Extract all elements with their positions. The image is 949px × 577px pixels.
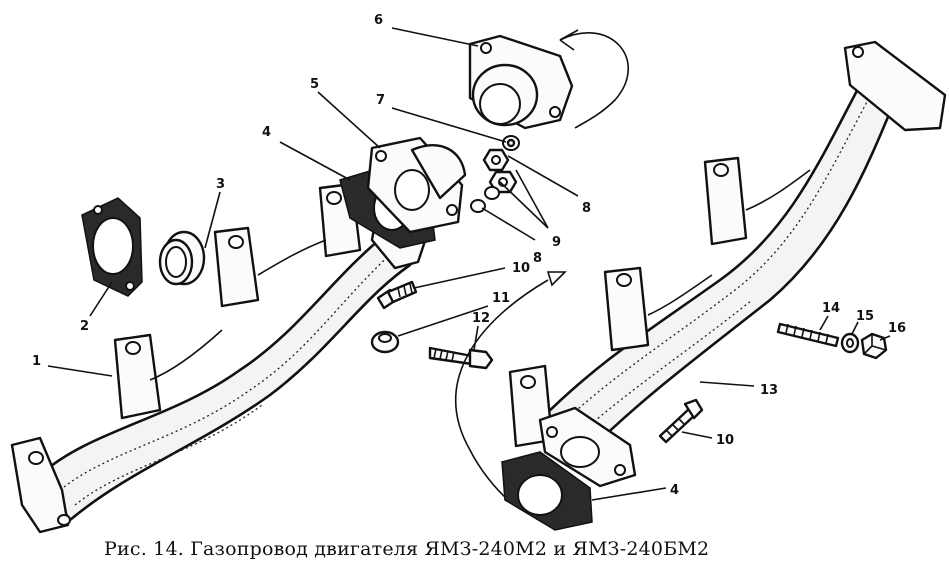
- flange-5: [366, 136, 467, 234]
- callout-4-right: 4: [670, 483, 679, 498]
- callout-9: 9: [552, 235, 561, 250]
- rotation-arrow-top: [559, 32, 629, 129]
- bolt-10-right: [658, 398, 704, 444]
- leader-lines: [47, 27, 891, 501]
- washer-15: [840, 332, 860, 354]
- callout-labels: 1 2 3 4 5 6 7 8 8 9 10 11 12 13 14 15 16…: [32, 13, 906, 498]
- bolt-10-left: [376, 280, 418, 310]
- callout-14: 14: [822, 301, 840, 316]
- rotation-arrow-bottom: [454, 279, 549, 501]
- callout-3: 3: [216, 177, 225, 192]
- nut-16: [860, 332, 888, 360]
- callout-8-lower: 8: [533, 251, 542, 266]
- callout-13: 13: [760, 383, 778, 398]
- callout-8-upper: 8: [582, 201, 591, 216]
- callout-4-left: 4: [262, 125, 271, 140]
- callout-12: 12: [472, 311, 490, 326]
- flange-gasket: [81, 197, 143, 297]
- callout-7: 7: [376, 93, 385, 108]
- callout-11: 11: [492, 291, 510, 306]
- callout-1: 1: [32, 354, 41, 369]
- arrow-head-top: [559, 29, 579, 51]
- nut-11: [370, 330, 400, 354]
- flange-6: [468, 34, 574, 130]
- left-manifold: [10, 182, 430, 534]
- bolt-12: [428, 346, 494, 370]
- arrow-head-bottom: [546, 271, 567, 287]
- stud-14: [776, 322, 840, 348]
- callout-6: 6: [374, 13, 383, 28]
- washers-nuts: [470, 135, 520, 213]
- right-manifold: [508, 40, 947, 488]
- sealing-ring: [158, 230, 206, 286]
- callout-10-left: 10: [512, 261, 530, 276]
- callout-2: 2: [80, 319, 89, 334]
- callout-15: 15: [856, 309, 874, 324]
- callout-10-right: 10: [716, 433, 734, 448]
- gasket-4-right: [501, 451, 593, 531]
- figure-caption: Рис. 14. Газопровод двигателя ЯМЗ-240М2 …: [104, 538, 710, 560]
- callout-5: 5: [310, 77, 319, 92]
- callout-16: 16: [888, 321, 906, 336]
